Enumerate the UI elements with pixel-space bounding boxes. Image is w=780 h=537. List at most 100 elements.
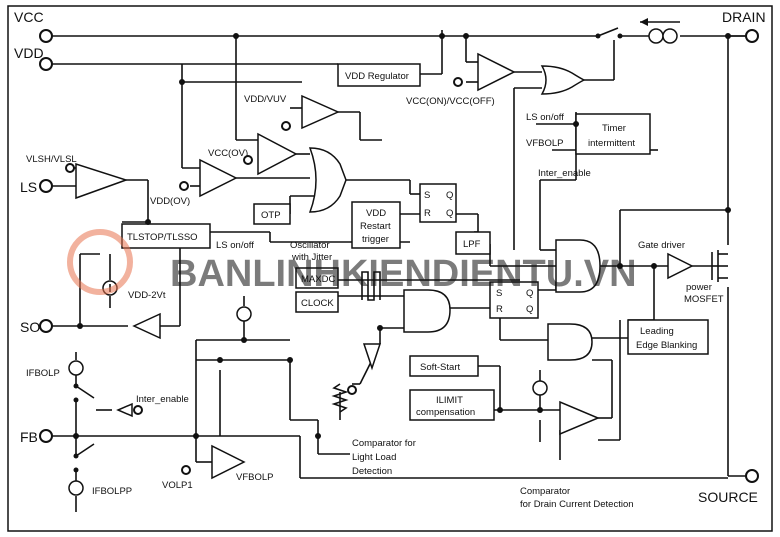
timer-block [575,113,651,155]
comp-drain-label-1: Comparator [520,486,570,497]
ref-node [133,405,143,415]
ref-node [453,77,463,87]
sr-latch-2 [489,281,539,319]
ref-node [65,163,75,173]
ls-comparator [75,162,129,200]
inter-enable-label: Inter_enable [136,394,189,405]
vdd-vuv-comparator [301,94,340,130]
current-source-icon [68,352,84,376]
ref-node [347,385,357,395]
osc-and-gate [403,289,451,333]
pin-vcc: VCC [14,9,53,43]
ifbolpp-label: IFBOLPP [92,486,132,497]
pin-drain: DRAIN [722,9,766,43]
pin-ls: LS [20,179,53,195]
gate-driver-buffer [667,252,694,280]
volp1-label: VOLP1 [162,480,193,491]
arrow-left-icon [640,18,648,26]
sr2-s: S [496,288,502,299]
vcc-ov-label: VCC(OV) [208,148,248,159]
sr1-s: S [424,190,430,201]
gate-driver-label: Gate driver [638,240,685,251]
ilimit-block [409,389,495,421]
vdd-restart-label-3: trigger [362,234,389,245]
comp-light-label-1: Comparator for [352,438,416,449]
current-source-icon [236,296,252,322]
sr2-r: R [496,304,503,315]
vdd-vuv-label: VDD/VUV [244,94,287,105]
pin-ls-label: LS [20,179,37,195]
pin-so: SO [20,319,53,335]
clock-block [295,291,339,313]
ilimit-label-1: ILIMIT [436,395,463,406]
leb-label-1: Leading [640,326,674,337]
leb-and-gate [547,323,593,361]
inter-enable-buffer [116,402,133,418]
timer-label-2: intermittent [588,138,635,149]
power-label-1: power [686,282,712,293]
vcc-on-off-label: VCC(ON)/VCC(OFF) [406,96,495,107]
vdd-2vt-label: VDD-2Vt [128,290,166,301]
current-source-icon [532,370,548,396]
ref-node [243,155,253,165]
watermark-logo-icon [67,229,133,295]
ilimit-label-2: compensation [416,407,475,418]
lpf-label: LPF [463,239,481,250]
diagram-frame [7,5,773,532]
resistor-icon [331,383,349,413]
protection-or-gate [308,147,347,213]
switch-node [595,33,601,39]
inter-enable-top-label: Inter_enable [538,168,591,179]
wiring [52,30,748,486]
timer-label-1: Timer [602,123,626,134]
pin-vdd: VDD [14,45,53,71]
ref-node [281,121,291,131]
ls-on-off-label: LS on/off [216,240,254,251]
vcc-ov-comparator [257,132,298,176]
clock-label: CLOCK [301,298,334,309]
pin-source: SOURCE [698,469,759,505]
main-and-gate [555,239,601,293]
fb-switch [75,385,95,457]
ref-node [179,181,189,191]
vfbolp-top-label: VFBOLP [526,138,564,149]
watermark-text: BANLINHKIENDIENTU.VN [170,253,637,295]
vcc-on-off-comparator [477,52,516,92]
vlsh-vlsl-label: VLSH/VLSL [26,154,77,165]
otp-label: OTP [261,210,281,221]
current-source-icon [662,28,678,44]
tlstop-block [121,223,211,249]
fb-olp-comparator [211,444,246,480]
power-label-2: MOSFET [684,294,724,305]
vdd-regulator-label: VDD Regulator [345,71,409,82]
oscillator-label-2: with Jitter [291,252,332,263]
vcc-switch [597,27,619,37]
vcc-or-gate [540,65,586,95]
leb-label-2: Edge Blanking [636,340,697,351]
pin-vcc-label: VCC [14,9,44,25]
vdd-ov-label: VDD(OV) [150,196,190,207]
maxdc-block [295,267,339,289]
pin-drain-label: DRAIN [722,9,766,25]
vfbolp-label: VFBOLP [236,472,274,483]
sr-latch-1 [419,183,457,223]
ref-node [181,465,191,475]
soft-start-label: Soft-Start [420,362,460,373]
pin-vdd-label: VDD [14,45,44,61]
comp-light-label-3: Detection [352,466,392,477]
current-source-icon [68,480,84,512]
ls-on-off-top-label: LS on/off [526,112,564,123]
vdd-restart-label-1: VDD [366,208,386,219]
vdd-restart-block [351,201,401,249]
vdd-regulator-block [337,63,421,87]
sr2-qbar: Q [526,304,533,315]
sr1-q: Q [446,190,453,201]
sr2-q: Q [526,288,533,299]
ifbolp-label: IFBOLP [26,368,60,379]
sr1-qbar: Q [446,208,453,219]
current-source-icon [648,28,664,44]
sr1-r: R [424,208,431,219]
vdd-ov-comparator [199,158,238,198]
leb-block [627,319,709,355]
